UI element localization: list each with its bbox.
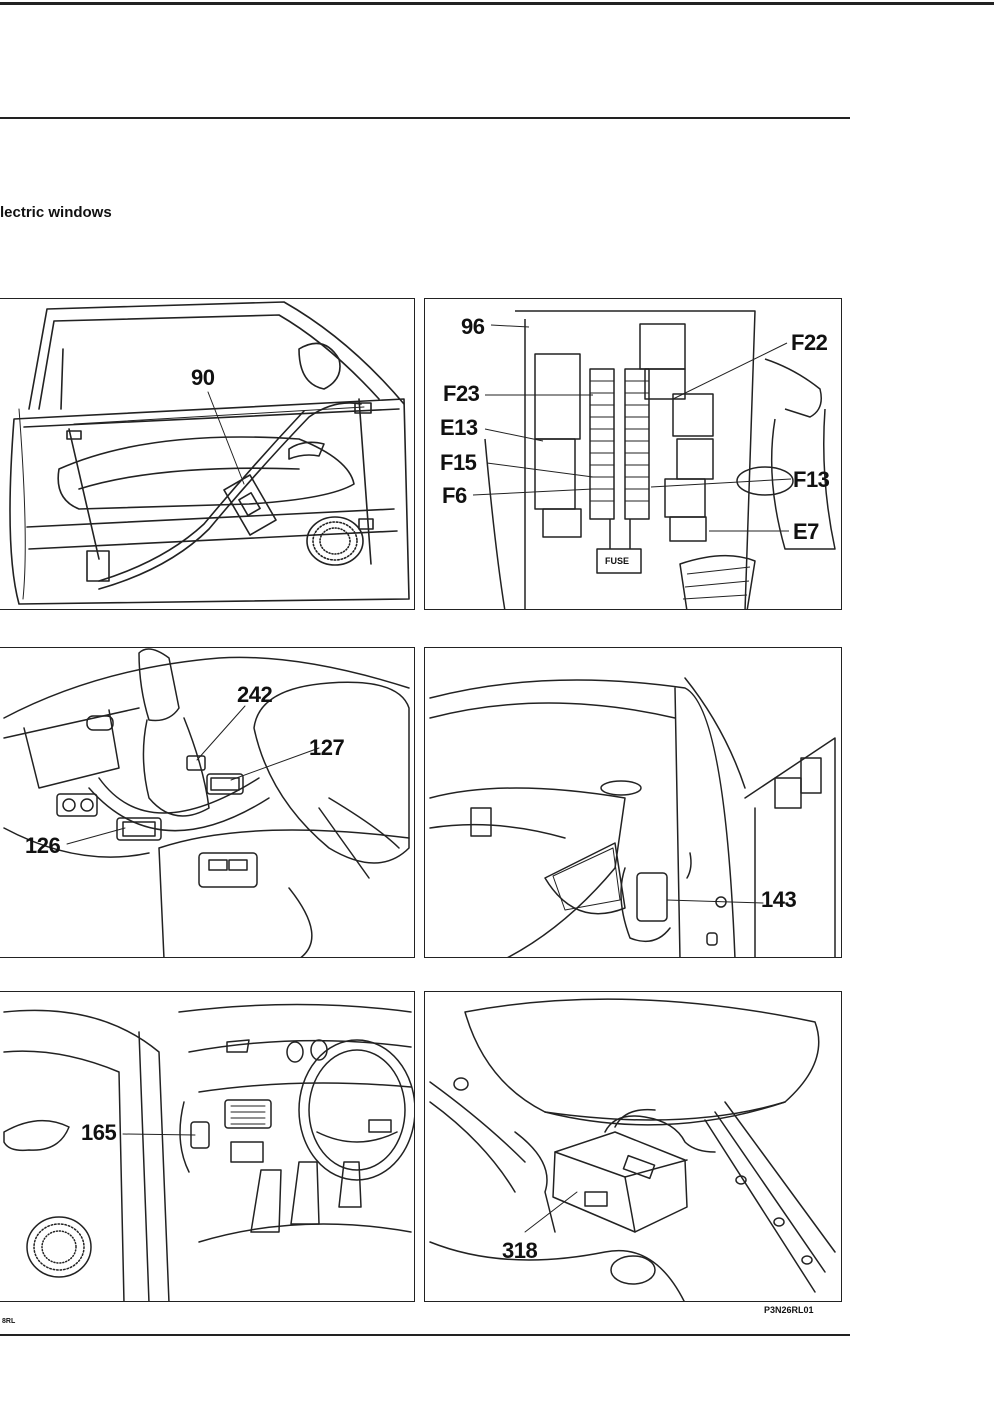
top-border-line (0, 2, 994, 5)
fusebox-illustration (472, 310, 836, 609)
panel-fusebox: 96 F22 F23 E13 F15 F6 F13 E7 FUSE (424, 298, 842, 610)
fuse-tag-label: FUSE (605, 556, 630, 566)
panel-under-seat: 318 (424, 991, 842, 1302)
callout-165: 165 (81, 1120, 117, 1145)
callout-F13: F13 (793, 467, 830, 492)
console-illustration (3, 648, 410, 957)
callout-E7: E7 (793, 519, 819, 544)
door-illustration (9, 301, 410, 605)
panel-dashboard: 165 (0, 991, 415, 1302)
under-seat-illustration (429, 998, 836, 1301)
corner-mark: 8RL (2, 1318, 16, 1325)
callout-242: 242 (237, 682, 273, 707)
panel-console: 242 127 126 (0, 647, 415, 958)
callout-96: 96 (461, 314, 485, 339)
callout-F15: F15 (440, 450, 477, 475)
header-rule (0, 117, 850, 119)
callout-127: 127 (309, 735, 345, 760)
a-pillar-illustration (429, 677, 836, 957)
callout-126: 126 (25, 833, 61, 858)
callout-F6: F6 (442, 483, 467, 508)
callout-E13: E13 (440, 415, 478, 440)
callout-90: 90 (191, 365, 215, 390)
callout-143: 143 (761, 887, 797, 912)
panel-door: 90 (0, 298, 415, 610)
footer-rule (0, 1334, 850, 1336)
callout-F23: F23 (443, 381, 480, 406)
page-code: P3N26RL01 (764, 1305, 814, 1315)
callout-F22: F22 (791, 330, 828, 355)
page-title: lectric windows (0, 204, 112, 221)
dashboard-illustration (3, 1003, 414, 1301)
panel-a-pillar: 143 (424, 647, 842, 958)
callout-318: 318 (502, 1238, 538, 1263)
